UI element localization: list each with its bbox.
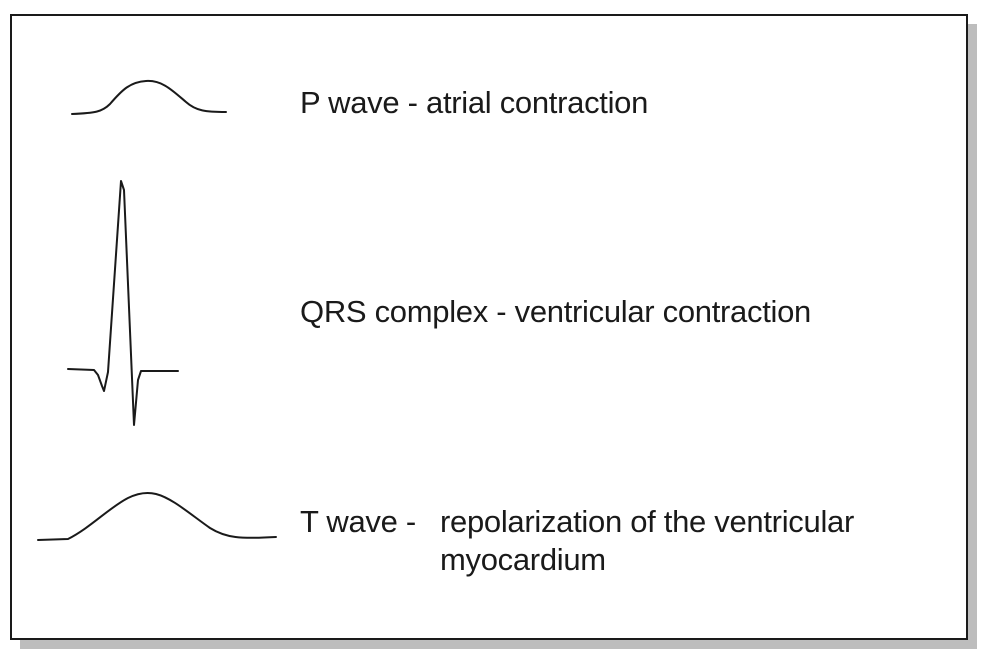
qrs-complex-name: QRS complex (300, 294, 488, 329)
qrs-complex-label: QRS complex - ventricular contraction (300, 294, 811, 330)
qrs-complex-separator: - (496, 294, 507, 329)
t-wave-name: T wave (300, 504, 398, 539)
p-wave-description: atrial contraction (426, 85, 649, 120)
p-wave-separator: - (407, 85, 418, 120)
t-wave-label: T wave - (300, 504, 416, 540)
t-wave-description-line-1: repolarization of the ventricular (440, 504, 854, 539)
diagram-panel (10, 14, 968, 640)
t-wave-separator: - (405, 504, 416, 539)
p-wave-name: P wave (300, 85, 400, 120)
t-wave-description-line-2: myocardium (440, 542, 606, 577)
p-wave-label: P wave - atrial contraction (300, 85, 648, 121)
qrs-complex-description: ventricular contraction (514, 294, 812, 329)
